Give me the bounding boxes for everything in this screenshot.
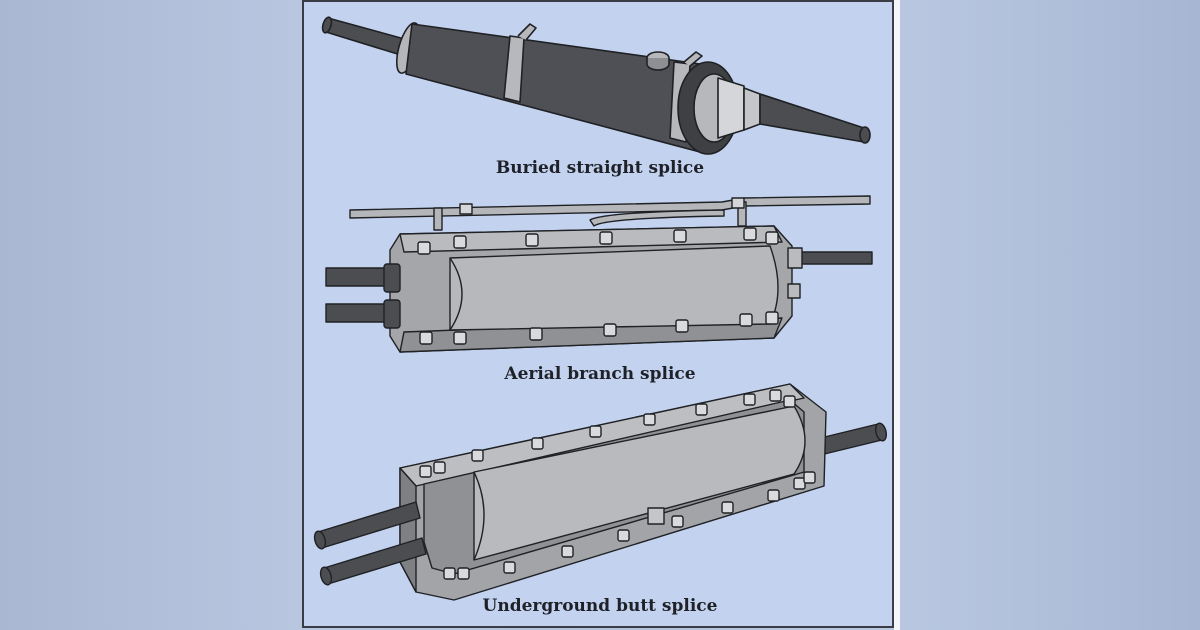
caption-aerial-branch-splice: Aerial branch splice [504, 364, 696, 384]
underground-top-bolts [419, 389, 796, 478]
taper-step-1 [717, 77, 745, 139]
left-cable [325, 17, 409, 57]
splice-illustration [313, 16, 888, 601]
underground-bottom-bolts [443, 471, 816, 580]
diagram-panel: Buried straight splice Aerial branch spl… [302, 0, 894, 628]
clamp-band [503, 35, 525, 103]
messenger-strand [349, 195, 871, 219]
caption-buried-straight-splice: Buried straight splice [495, 158, 705, 178]
aerial-inner-cylinder [449, 245, 779, 331]
right-cable-cone [759, 93, 865, 143]
splice-body [405, 23, 701, 153]
aerial-branch-splice [325, 195, 873, 353]
underground-butt-splice [313, 383, 888, 601]
right-edge-strip [894, 0, 900, 630]
hanger-left [433, 207, 443, 231]
taper-step-2 [743, 87, 761, 131]
buried-straight-splice [321, 16, 871, 155]
aerial-top-bolts [417, 227, 779, 255]
caption-underground-butt-splice: Underground butt splice [482, 596, 718, 616]
clamp-bolt [517, 23, 537, 41]
aerial-bottom-bolts [419, 311, 779, 345]
aerial-right-cable [791, 251, 873, 265]
underground-inner-cylinder [473, 405, 806, 561]
